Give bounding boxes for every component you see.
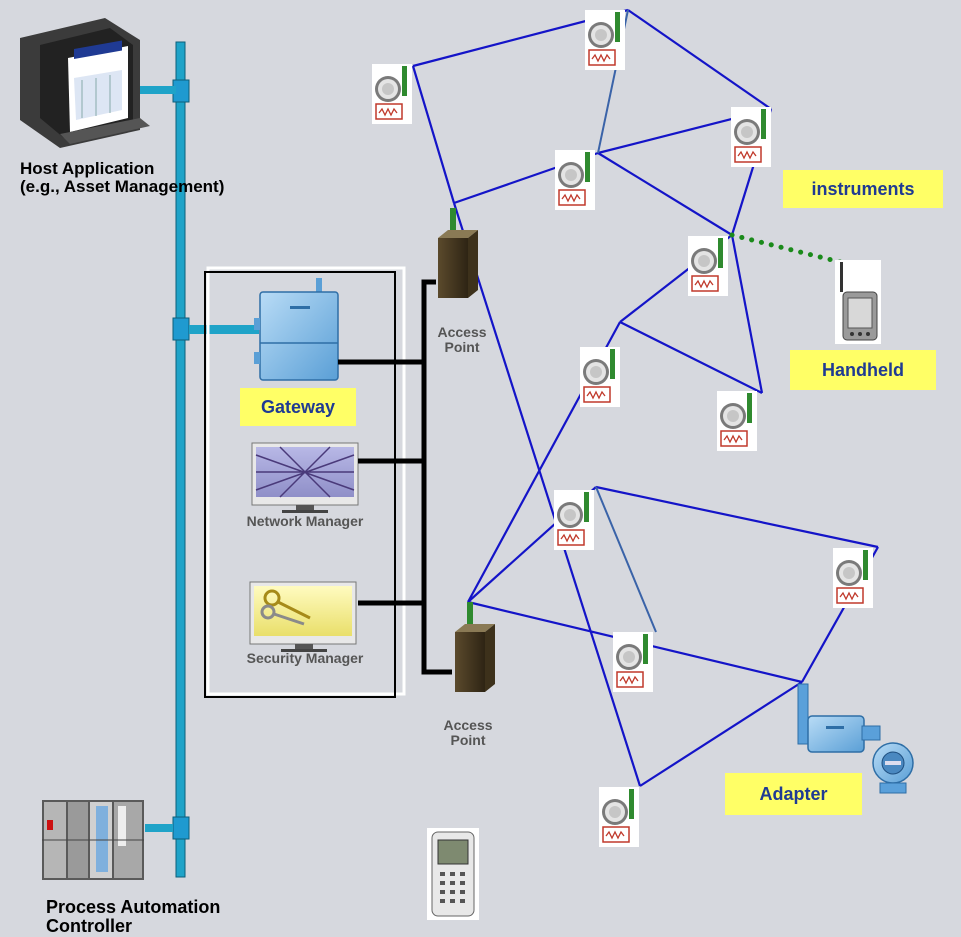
controller-label: Process Automation Controller (46, 898, 220, 936)
secondary-links (595, 9, 657, 633)
instrument-icon-4 (730, 106, 772, 168)
access-point-1-icon (438, 208, 478, 298)
controller-label-line-2: Controller (46, 915, 133, 936)
instrument-icon-8 (553, 489, 595, 551)
process-controller-icon (42, 800, 144, 880)
access-point-2-label: Access Point (436, 718, 500, 747)
gateway-icon (254, 278, 339, 381)
instrument-icon-11 (598, 786, 640, 848)
gateway-enclosure (204, 271, 396, 698)
instrument-icon-2 (584, 9, 626, 71)
instrument-icon-10 (612, 631, 654, 693)
instrument-icon-7 (716, 390, 758, 452)
handheld-link (729, 232, 843, 265)
access-point-1-line-1: Access (437, 324, 487, 340)
security-manager-label: Security Manager (246, 650, 364, 666)
wired-links (338, 279, 452, 675)
controller-label-line-1: Process Automation (46, 897, 221, 917)
network-manager-label: Network Manager (246, 513, 364, 529)
access-point-2-line-2: Point (450, 731, 486, 748)
instrument-icon-9 (832, 547, 874, 609)
host-computer-icon (20, 18, 150, 148)
wireless-adapter-icon (797, 683, 914, 794)
host-label-line-1: Host Application (20, 159, 155, 178)
access-point-2-line-1: Access (443, 717, 493, 733)
instrument-icon-3 (554, 149, 596, 211)
backbone-bus (140, 41, 259, 878)
host-application-label: Host Application (e.g., Asset Management… (20, 160, 224, 196)
adapter-label: Adapter (725, 773, 862, 815)
field-communicator-icon (427, 828, 479, 920)
network-manager-icon (251, 442, 359, 513)
access-point-2-icon (455, 602, 495, 692)
host-label-line-2: (e.g., Asset Management) (20, 176, 225, 196)
security-manager-icon (249, 581, 357, 652)
access-point-1-label: Access Point (430, 325, 494, 354)
handheld-pda-icon (835, 260, 881, 344)
instrument-icon-5 (687, 235, 729, 297)
instruments-label: instruments (783, 170, 943, 208)
instrument-icon-6 (579, 346, 621, 408)
gateway-label: Gateway (240, 388, 356, 426)
handheld-label: Handheld (790, 350, 936, 390)
access-point-1-line-2: Point (444, 338, 480, 355)
instrument-icon-1 (371, 63, 413, 125)
